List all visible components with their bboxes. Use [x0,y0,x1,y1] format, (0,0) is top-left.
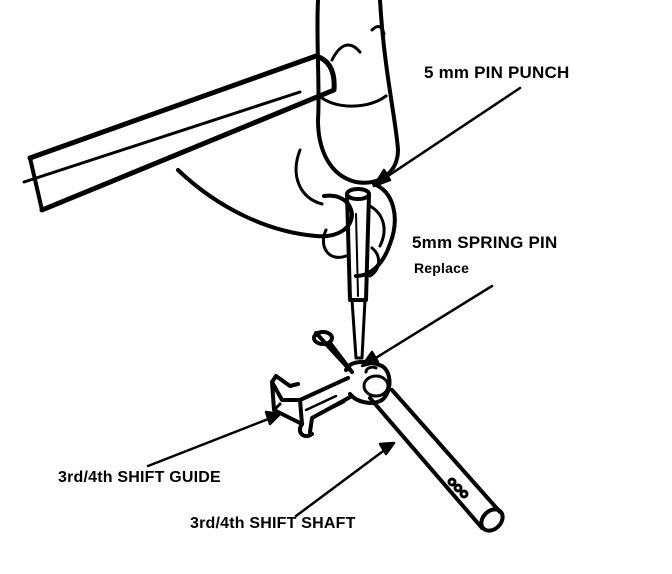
leader-arrows [146,86,522,518]
label-shift-guide: 3rd/4th SHIFT GUIDE [58,469,221,486]
label-pin-punch: 5 mm PIN PUNCH [424,63,570,82]
leader-spring-pin [360,284,494,368]
leader-pin-punch [372,86,522,188]
label-spring-pin-note: Replace [414,260,470,276]
label-shift-shaft: 3rd/4th SHIFT SHAFT [190,515,356,532]
leader-shift-shaft [294,441,396,518]
leader-shift-guide [146,410,282,468]
label-spring-pin: 5mm SPRING PIN [412,233,558,252]
shift-shaft [312,330,505,533]
hammer-handle [22,53,337,213]
shift-guide [270,359,392,439]
pin-punch [345,187,371,360]
